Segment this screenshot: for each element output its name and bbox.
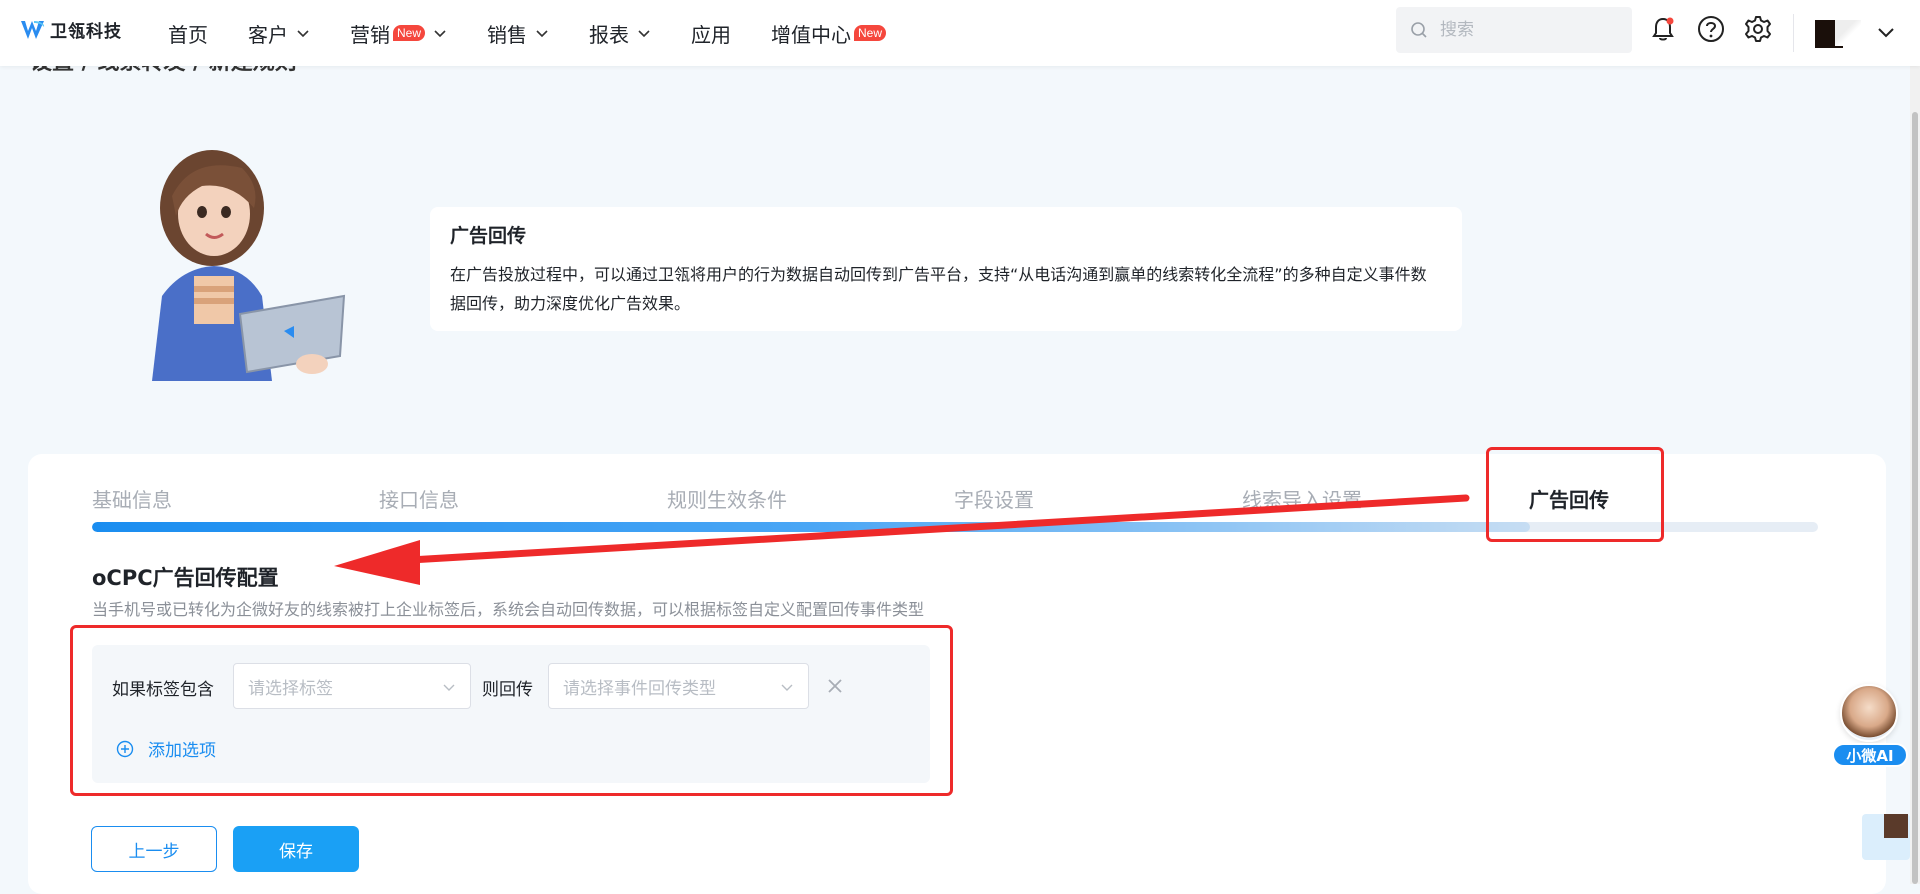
search-icon: [1411, 22, 1427, 38]
nav-item-value-center[interactable]: 增值中心 New: [771, 0, 887, 66]
nav-divider: [1793, 14, 1794, 52]
close-icon[interactable]: [826, 677, 844, 695]
add-option-button[interactable]: 添加选项: [116, 736, 216, 761]
event-type-placeholder: 请选择事件回传类型: [563, 678, 716, 699]
chevron-down-icon: [297, 30, 309, 38]
logo-text: 卫瓴科技: [50, 22, 122, 42]
page-scrollbar[interactable]: [1910, 66, 1920, 884]
annotation-box-active-step: [1486, 447, 1664, 542]
assistant-illustration: [152, 150, 346, 381]
nav-item-sales[interactable]: 销售: [487, 0, 549, 66]
nav-item-customer[interactable]: 客户: [248, 0, 310, 66]
chevron-down-icon: [434, 30, 446, 38]
step-interface-info[interactable]: 接口信息: [379, 488, 459, 512]
side-widget[interactable]: [1862, 814, 1910, 860]
chevron-down-icon: [443, 684, 455, 691]
step-basic-info[interactable]: 基础信息: [92, 488, 172, 512]
step-rule-conditions[interactable]: 规则生效条件: [667, 488, 787, 512]
scrollbar-thumb[interactable]: [1912, 112, 1918, 884]
new-badge: New: [854, 25, 887, 41]
nav-item-marketing[interactable]: 营销 New: [350, 0, 447, 66]
search-box[interactable]: [1396, 7, 1632, 53]
gear-icon[interactable]: [1743, 14, 1773, 44]
nav-item-apps[interactable]: 应用: [691, 0, 731, 66]
nav-item-reports[interactable]: 报表: [589, 0, 651, 66]
bell-icon[interactable]: [1648, 14, 1678, 44]
step-field-settings[interactable]: 字段设置: [954, 488, 1034, 512]
nav-item-home[interactable]: 首页: [168, 0, 208, 66]
step-ad-callback[interactable]: 广告回传: [1529, 488, 1609, 512]
nav-item-label: 销售: [487, 22, 528, 47]
logo[interactable]: 卫瓴科技: [20, 17, 122, 42]
nav-item-label: 增值中心: [771, 22, 852, 47]
if-tag-contains-label: 如果标签包含: [112, 680, 214, 700]
chevron-down-icon: [638, 30, 650, 38]
intro-title: 广告回传: [450, 225, 527, 247]
ai-assistant-avatar: [1840, 684, 1898, 742]
nav-item-label: 营销: [350, 22, 390, 47]
tag-select-placeholder: 请选择标签: [248, 678, 333, 699]
config-title: oCPC广告回传配置: [92, 566, 279, 590]
config-subtitle: 当手机号或已转化为企微好友的线索被打上企业标签后，系统会自动回传数据，可以根据标…: [92, 600, 925, 619]
then-callback-label: 则回传: [482, 680, 533, 700]
main-nav: 首页 客户 营销 New 销售 报表 应用 增值中心 New: [168, 0, 887, 66]
ai-assistant-button[interactable]: 小微AI: [1830, 684, 1908, 770]
add-option-label: 添加选项: [148, 741, 216, 761]
plus-circle-icon: [116, 740, 134, 757]
new-badge: New: [393, 25, 426, 41]
save-button[interactable]: 保存: [233, 826, 359, 872]
help-icon[interactable]: [1696, 14, 1726, 44]
avatar[interactable]: [1815, 20, 1865, 48]
side-widget-image: [1884, 814, 1908, 838]
nav-item-label: 首页: [168, 22, 208, 47]
previous-step-button[interactable]: 上一步: [91, 826, 217, 872]
avatar-image-overlay: [1835, 20, 1861, 46]
tag-select[interactable]: 请选择标签: [233, 663, 471, 709]
chevron-down-icon[interactable]: [1876, 22, 1896, 42]
intro-description: 在广告投放过程中，可以通过卫瓴将用户的行为数据自动回传到广告平台，支持“从电话沟…: [450, 265, 1427, 313]
search-input[interactable]: [1438, 19, 1618, 41]
step-lead-import-settings[interactable]: 线索导入设置: [1242, 488, 1362, 512]
annotation-box-rule-config: [70, 625, 953, 796]
top-navigation-bar: 卫瓴科技 首页 客户 营销 New 销售 报表 应用 增值中心 New: [0, 0, 1920, 66]
nav-item-label: 报表: [589, 22, 630, 47]
chevron-down-icon: [781, 684, 793, 691]
chevron-down-icon: [536, 30, 548, 38]
intro-card: 广告回传 在广告投放过程中，可以通过卫瓴将用户的行为数据自动回传到广告平台，支持…: [430, 207, 1462, 331]
ai-assistant-label: 小微AI: [1832, 743, 1908, 767]
nav-item-label: 应用: [691, 22, 732, 47]
nav-item-label: 客户: [248, 22, 288, 47]
event-type-select[interactable]: 请选择事件回传类型: [548, 663, 809, 709]
logo-icon: [21, 20, 45, 39]
step-progress-fill: [92, 522, 1531, 532]
